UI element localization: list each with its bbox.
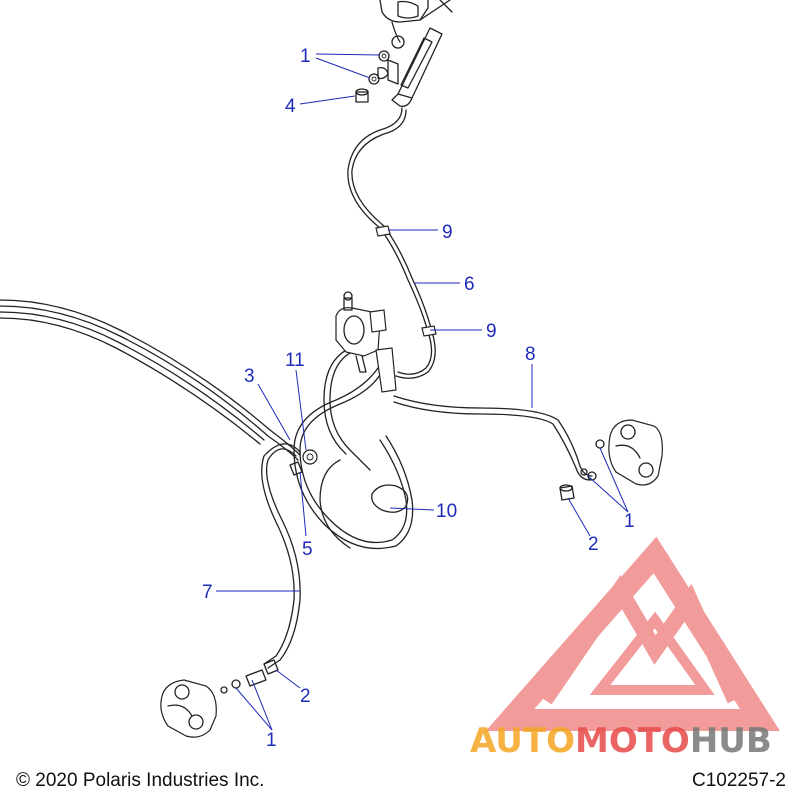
callout-11: 11 bbox=[285, 350, 305, 371]
callout-7: 7 bbox=[202, 582, 213, 603]
watermark-text: AUTOMOTOHUB bbox=[470, 721, 772, 761]
callout-2-left: 2 bbox=[300, 686, 311, 707]
callouts: 1 4 9 6 9 8 3 11 10 5 1 2 7 2 1 bbox=[202, 46, 635, 751]
callout-10: 10 bbox=[436, 501, 457, 522]
callout-1-left: 1 bbox=[266, 730, 277, 751]
callout-2-right: 2 bbox=[588, 534, 599, 555]
right-brake-caliper bbox=[559, 419, 663, 501]
callout-1-right: 1 bbox=[624, 511, 635, 532]
proportioning-valve bbox=[335, 291, 397, 393]
master-cylinder bbox=[355, 0, 453, 107]
callout-1-top: 1 bbox=[300, 46, 311, 67]
diagram-code: C102257-2 bbox=[691, 770, 786, 791]
callout-8: 8 bbox=[525, 344, 536, 365]
watermark-logo bbox=[485, 536, 781, 731]
brake-hoses bbox=[0, 107, 593, 669]
callout-3: 3 bbox=[244, 366, 255, 387]
leader-lines bbox=[216, 53, 629, 731]
callout-5: 5 bbox=[302, 539, 313, 560]
callout-9-lower: 9 bbox=[486, 321, 497, 342]
callout-4: 4 bbox=[285, 96, 296, 117]
copyright-notice: © 2020 Polaris Industries Inc. bbox=[16, 770, 265, 791]
callout-9-upper: 9 bbox=[442, 222, 453, 243]
left-brake-caliper bbox=[160, 659, 279, 738]
callout-6: 6 bbox=[464, 274, 475, 295]
